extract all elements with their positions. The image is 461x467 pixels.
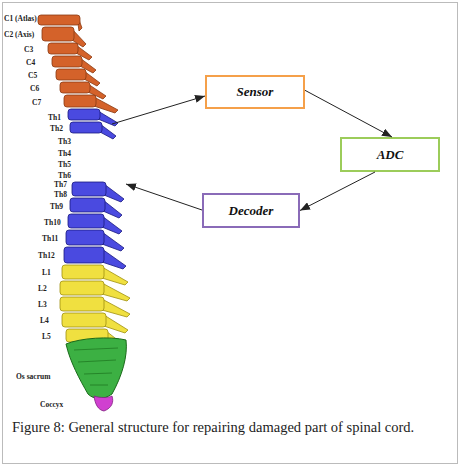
pointer-arrow — [112, 96, 205, 124]
vertebra-label: Th7 — [54, 180, 67, 189]
spinous-process — [102, 299, 130, 317]
process-box: ADC — [340, 137, 440, 172]
vertebra-body — [64, 95, 96, 107]
vertebra-body — [62, 313, 106, 327]
vertebra-body — [48, 43, 78, 54]
vertebra-body — [60, 281, 104, 295]
sacrum-shape — [66, 338, 126, 399]
vertebra-body — [60, 297, 104, 311]
vertebra-body — [68, 214, 104, 228]
spinous-process — [102, 232, 124, 251]
spinous-process — [102, 267, 128, 285]
vertebra-body — [52, 56, 82, 67]
vertebra-body — [42, 27, 74, 41]
process-box: Decoder — [202, 193, 300, 228]
vertebra-body — [64, 247, 104, 263]
vertebra-group — [38, 15, 130, 348]
spinous-process — [102, 216, 122, 234]
vertebra-body — [60, 82, 90, 93]
spinous-process — [100, 124, 116, 139]
vertebra-label: Th11 — [42, 234, 58, 243]
vertebra-label: Th1 — [48, 113, 61, 122]
box-label: Sensor — [237, 84, 274, 100]
spinous-process — [103, 200, 122, 218]
flow-arrow — [305, 90, 392, 137]
sacrum-ridge — [74, 348, 118, 385]
vertebra-label: L5 — [42, 332, 51, 341]
vertebra — [70, 122, 116, 139]
vertebra-label: Os sacrum — [16, 372, 50, 381]
vertebra-label: L4 — [40, 316, 49, 325]
vertebra-body — [62, 265, 104, 279]
spinous-process — [104, 184, 124, 202]
figure-border — [3, 3, 458, 464]
coccyx-shape — [94, 396, 113, 411]
vertebra-body — [70, 122, 102, 133]
vertebra-label: Coccyx — [40, 400, 63, 409]
vertebra-label: Th8 — [54, 190, 67, 199]
vertebra-label: L2 — [38, 284, 47, 293]
vertebra-label: Th3 — [58, 137, 71, 146]
vertebra-label: Th10 — [44, 218, 61, 227]
vertebra-label: C6 — [30, 84, 39, 93]
pointer-arrow — [126, 184, 202, 210]
spinous-process — [102, 283, 130, 301]
vertebra-label: C5 — [28, 71, 37, 80]
vertebra-label: Th2 — [50, 124, 63, 133]
vertebra-body — [38, 15, 80, 25]
spinous-process — [102, 249, 126, 269]
vertebra-label: C2 (Axis) — [4, 30, 34, 39]
box-label: Decoder — [229, 203, 274, 219]
box-label: ADC — [377, 147, 404, 163]
vertebra-label: C4 — [26, 58, 35, 67]
vertebra-label: C7 — [32, 98, 41, 107]
vertebra-body — [72, 182, 106, 196]
vertebra-label: Th5 — [58, 160, 71, 169]
vertebra-body — [66, 230, 104, 245]
vertebra-label: Th12 — [38, 251, 55, 260]
figure-caption: Figure 8: General structure for repairin… — [12, 418, 450, 437]
vertebra-body — [70, 198, 105, 212]
vertebra-label: C3 — [24, 45, 33, 54]
vertebra-label: L1 — [42, 268, 51, 277]
flow-arrow — [300, 172, 375, 211]
vertebra-label: Th9 — [50, 202, 63, 211]
vertebra-label: C1 (Atlas) — [4, 14, 37, 23]
vertebra-label: Th6 — [58, 171, 71, 180]
vertebra-label: Th4 — [58, 149, 71, 158]
vertebra-body — [68, 109, 100, 120]
vertebra-label: L3 — [38, 300, 47, 309]
process-box: Sensor — [205, 75, 305, 109]
vertebra-body — [56, 69, 86, 80]
